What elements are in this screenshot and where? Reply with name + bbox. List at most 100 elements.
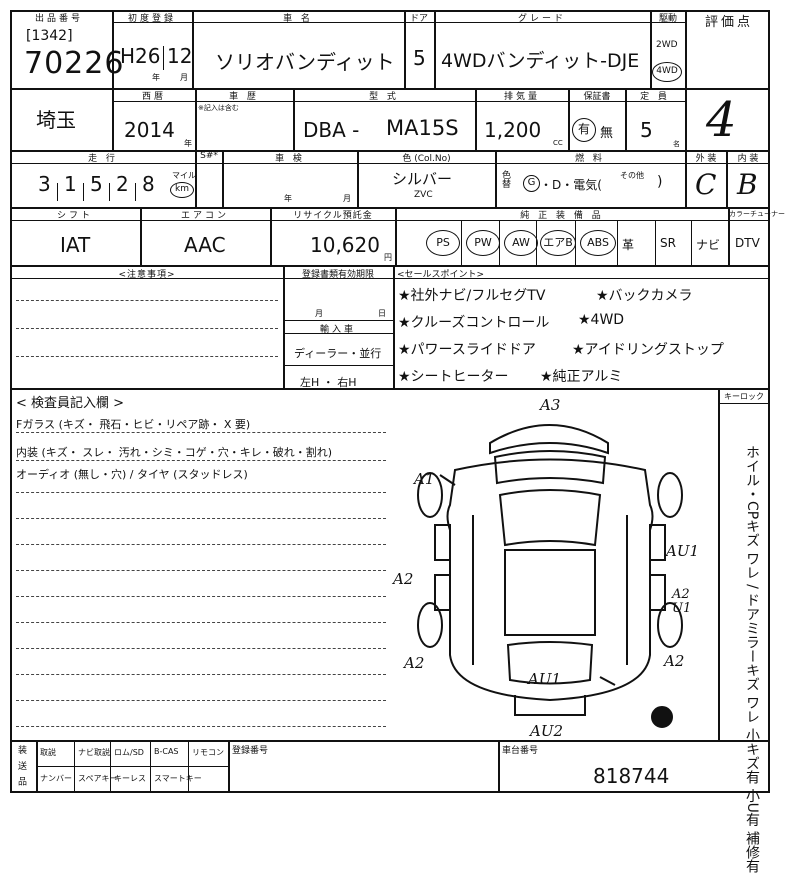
inspector-blank-line [16,648,386,649]
accessory-top-2: ナビ取説 [78,748,110,757]
odometer-divider [83,183,84,201]
door-count: 5 [413,46,426,70]
first-registration-label: 初度登録 [127,14,176,24]
odometer-divider [109,183,110,201]
accessory-bottom-4: スマートキー [154,774,202,783]
registration-document-label: 登録書類有効期限 [301,270,374,280]
sales-point: ★シートヒーター [398,369,509,385]
warranty-yes-circled: 有 [572,118,596,142]
drive-label: 駆動 [658,14,677,24]
inspector-blank-line [16,570,386,571]
fuel-label: 燃 料 [575,154,605,164]
car-damage-diagram [417,424,683,728]
sales-point: ★社外ナビ/フルセグTV [398,288,546,304]
grade-value: 4WDバンディット-DJE [441,50,640,72]
accessories-label: 装 送 品 [16,745,26,788]
keylock-label: キーロック [724,392,764,401]
equipment-divider [575,220,576,265]
equipment-divider [655,220,656,265]
inspector-blank-line [16,518,386,519]
capacity-unit: 名 [673,140,680,148]
inspector-blank-line [16,726,386,727]
ac-value: AAC [184,233,226,257]
equipment-divider [691,220,692,265]
damage-mark-right-front: AU1 [666,542,700,560]
odometer-divider [135,183,136,201]
inspector-title: < 検査員記入欄 > [16,396,125,411]
equipment-divider [536,220,537,265]
registration-number-label: 登録番号 [232,746,269,756]
accessory-divider [110,740,111,793]
cc-unit: CC [553,139,563,147]
lot-number: 70226 [24,46,125,81]
inspector-line-glass: Fガラス (キズ・ 飛石・ヒビ・リペア跡・ X 要) [16,418,251,431]
odometer-digit: 3 [38,172,51,196]
mileage-label: 走 行 [88,154,118,164]
odometer-digit: 2 [116,172,129,196]
odometer-digit: 5 [90,172,103,196]
history-label: 車 歴 [229,92,259,102]
damage-mark-left-rear: A2 [404,654,425,672]
warranty-label: 保証書 [583,92,611,102]
ac-label: エアコン [180,211,229,221]
reg-month: 12 [167,44,193,68]
dealer-parallel: ディーラー・並行 [294,347,382,360]
equipment-divider [617,220,618,265]
doc-month-unit: 月 [315,309,323,318]
inspection-month-unit: 月 [343,194,351,203]
shift-value: IAT [60,233,91,257]
equipment-8: ナビ [696,238,721,252]
inspection-label: 車 検 [275,154,305,164]
mile-label: マイル [172,171,196,180]
color-value: シルバー [392,170,453,188]
color-code: ZVC [414,190,433,200]
equipment-3: AW [504,230,538,256]
caution-label: <注意事項> [118,270,176,280]
inspector-blank-line [16,544,386,545]
equipment-divider [499,220,500,265]
interior-grade: B [737,168,758,201]
inspector-blank-line [16,674,386,675]
score-value: 4 [706,92,737,148]
warranty-no: 無 [600,126,614,141]
interior-label: 内 装 [737,154,759,164]
yen-unit: 円 [384,253,392,262]
grade-label: グレード [517,14,566,24]
wheel-mirror-note: ホイル・CPキズ ワレ / ドアミラーキズ ワレ 小キズ有 小U有 補修有 [744,445,760,873]
inspection-year-unit: 年 [284,194,292,203]
sales-point: ★パワースライドドア [398,342,536,358]
reg-month-unit: 月 [180,73,188,82]
door-label: ドア [409,14,428,24]
capacity-label: 定 員 [640,92,670,102]
car-name: ソリオバンディット [215,50,395,74]
accessory-top-1: 取説 [40,748,56,757]
damage-mark-left-mid: A2 [393,570,414,588]
score-label: 評価点 [704,15,753,30]
sales-point: ★純正アルミ [540,369,623,385]
sales-point: ★クルーズコントロール [398,315,550,331]
accessory-top-4: B-CAS [154,747,179,756]
equipment-6: 革 [622,238,635,252]
shift-label: シフト [56,211,93,221]
tuner-label: カラーチューナー [729,210,785,218]
doc-day-unit: 日 [378,309,386,318]
inspector-line-interior: 内装 (キズ・ スレ・ 汚れ・シミ・コゲ・穴・キレ・破れ・割れ) [16,446,333,459]
year-unit: 年 [184,139,192,148]
sales-point: ★バックカメラ [596,288,693,304]
exterior-label: 外 装 [695,154,717,164]
model-year: 2014 [124,118,175,142]
fuel-options: ・D・電気( [540,178,602,192]
chassis-number: 818744 [593,764,670,788]
sheet-frame [10,10,770,793]
lot-label: 出品番号 [34,14,83,24]
capacity: 5 [640,118,653,142]
damage-mark-right-rear: A2 [664,652,685,670]
drive-4wd-circled: 4WD [652,62,682,82]
inspector-line-audio: オーディオ (無し・穴) / タイヤ (スタッドレス) [16,468,248,481]
recycle-value: 10,620 [310,233,380,257]
equipment-5: ABS [580,230,616,256]
damage-mark-right-mid: A2 U1 [672,587,692,616]
accessory-top-3: ロム/SD [114,748,144,757]
odometer-digit: 8 [142,172,155,196]
model-label: 型 式 [369,92,399,102]
